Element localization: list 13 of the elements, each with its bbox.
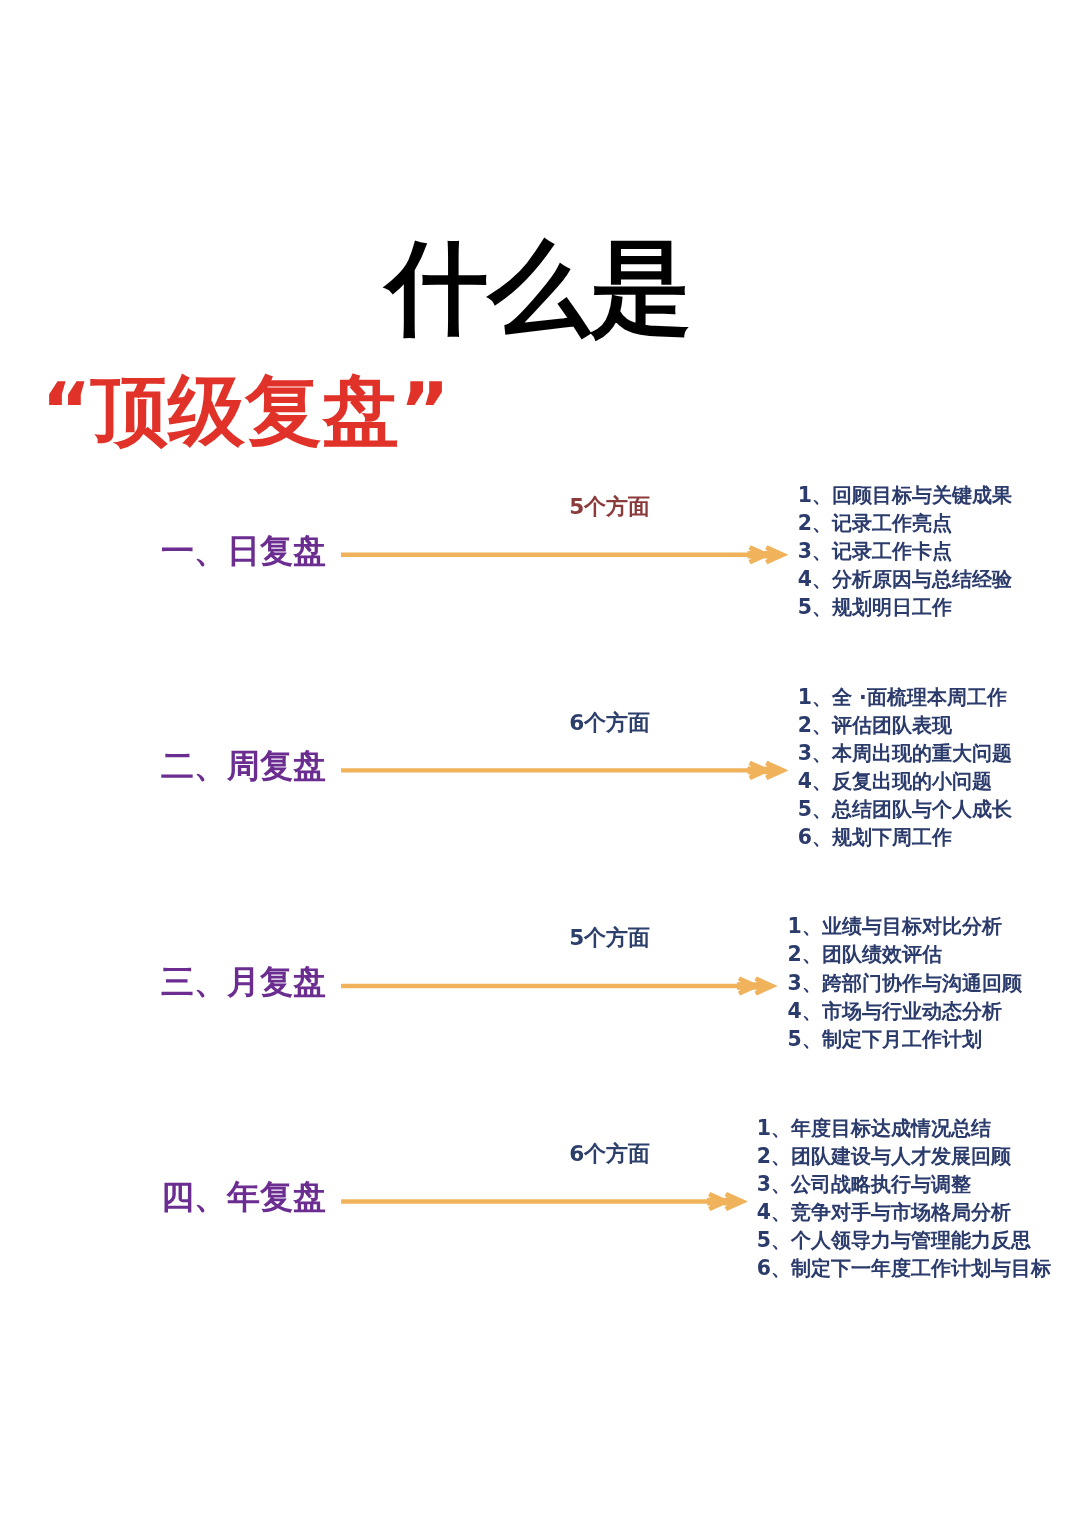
- node-text: 1、回顾目标与关键成果 2、记录工作亮点 3、记录工作卡点 4、分析原因与总结经验 5、规划明日工作: [797, 482, 1012, 619]
- edge-label: 5个方面: [569, 924, 651, 950]
- node-text: 四、年复盘: [161, 1176, 327, 1216]
- node-text: 二、周复盘: [161, 745, 327, 785]
- node-text: 1、全 ·面梳理本周工作 2、评估团队表现 3、本周出现的重大问题 4、反复出现的小问题 5、总结团队与个人成长 6、规划下周工作: [797, 684, 1012, 849]
- edge-label: 5个方面: [569, 493, 651, 519]
- label: “顶级复盘”: [41, 365, 450, 455]
- node-text: 1、年度目标达成情况总结 2、团队建设与人才发展回顾 3、公司战略执行与调整 4、竞争对手与市场格局分析 5、个人领导力与管理能力反思 6、制定下一年度工作计划与目标: [756, 1115, 1052, 1280]
- edge-label: 6个方面: [569, 1140, 651, 1166]
- node-text: 1、业绩与目标对比分析 2、团队绩效评估 3、跨部门协作与沟通回顾 4、市场与行业动态分析 5、制定下月工作计划: [787, 913, 1022, 1051]
- node-text: 一、日复盘: [161, 530, 327, 570]
- node-text: 三、月复盘: [161, 961, 327, 1001]
- edge-label: 6个方面: [569, 709, 651, 735]
